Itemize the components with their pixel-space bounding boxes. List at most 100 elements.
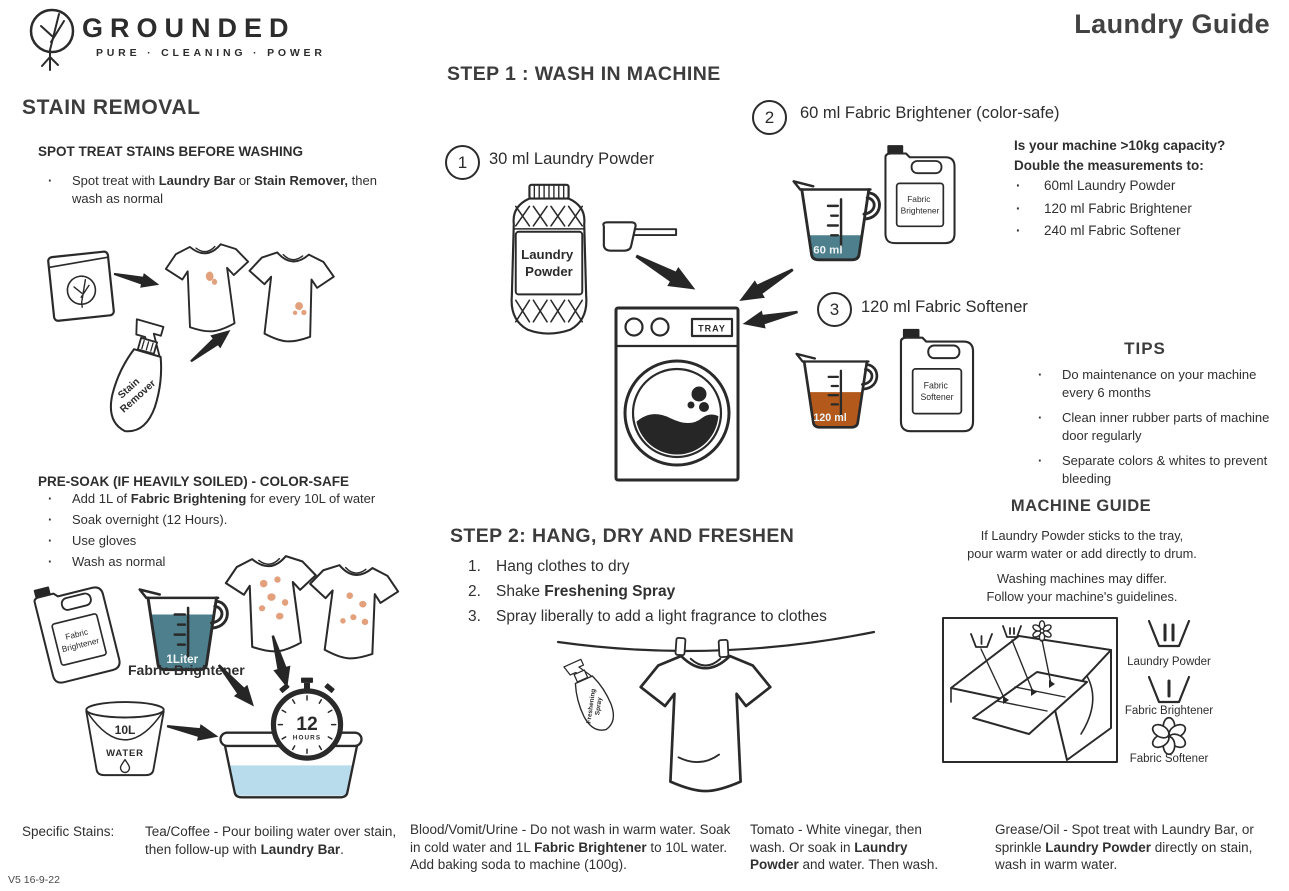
bullet-dot: · [1038, 452, 1043, 468]
svg-text:1Liter: 1Liter [166, 653, 198, 666]
list-item: · 240 ml Fabric Softener [1016, 222, 1276, 240]
brand-name: GROUNDED [82, 13, 296, 43]
stained-tshirt-illustration [164, 243, 250, 333]
arrow-icon [739, 268, 794, 301]
list-item: · Use gloves [48, 532, 408, 550]
brand-logo-icon [29, 8, 75, 71]
capacity-note: Is your machine >10kg capacity? Double t… [1014, 136, 1225, 175]
svg-text:120 ml: 120 ml [813, 412, 846, 424]
bullet-dot: · [1016, 200, 1021, 216]
bullet-dot: · [48, 532, 53, 548]
bullet-text: Wash as normal [72, 553, 166, 569]
bullet-dot: · [1016, 223, 1021, 239]
stain-removal-title: STAIN REMOVAL [22, 96, 201, 119]
onetwenty-ml-measuring-cup-illustration: 120 ml [795, 352, 879, 429]
svg-text:Freshening Spray: Freshening Spray [586, 687, 605, 726]
stained-tshirt-illustration [248, 251, 335, 343]
item-text: Spray liberally to add a light fragrance… [496, 608, 827, 625]
spot-treat-heading: SPOT TREAT STAINS BEFORE WASHING [38, 144, 304, 159]
arrow-icon [217, 664, 254, 707]
step1-item3-label: 120 ml Fabric Softener [861, 298, 1028, 316]
flower-icon [1151, 716, 1187, 756]
step1-heading: STEP 1 : WASH IN MACHINE [447, 63, 721, 85]
bullet-dot: · [1038, 409, 1043, 425]
bullet-text: 60ml Laundry Powder [1044, 178, 1176, 193]
item-number: 3. [468, 608, 481, 625]
laundry-powder-jar-illustration: Laundry Powder [510, 183, 588, 335]
list-item: · 60ml Laundry Powder [1016, 177, 1276, 195]
step2-list: 1. Hang clothes to dry 2. Shake Fresheni… [468, 558, 888, 626]
bullet-text: Add 1L of Fabric Brightening for every 1… [72, 491, 376, 506]
freshening-spray-illustration: Freshening Spray [563, 658, 615, 731]
item-number: 1. [468, 558, 481, 575]
bullet-text: 240 ml Fabric Softener [1044, 223, 1181, 239]
tips-bullets: · Do maintenance on your machine every 6… [1038, 366, 1278, 488]
washing-machine-illustration: TRAY [614, 306, 740, 482]
stained-tshirt-illustration [309, 564, 400, 660]
legend-label: Fabric Softener [1129, 753, 1209, 765]
text-line: Follow your machine's guidelines. [986, 588, 1178, 604]
brand-tagline: PURE · CLEANING · POWER [96, 47, 326, 59]
machine-guide-paragraph-1: If Laundry Powder sticks to the tray, po… [956, 527, 1208, 563]
fabric-brightener-jug-illustration: Fabric Brightener [884, 145, 956, 245]
bullet-dot: · [48, 511, 53, 527]
twelve-hour-timer-illustration: 12 HOURS [270, 677, 344, 761]
specific-stain-column: Tomato - White vinegar, then wash. Or so… [750, 822, 939, 873]
bullet-text: Do maintenance on your machine every 6 m… [1062, 367, 1257, 400]
arrow-icon [190, 329, 231, 363]
capacity-heading-line1: Is your machine >10kg capacity? [1014, 138, 1226, 153]
detergent-cup-one-bar-icon [1147, 675, 1191, 704]
powder-scoop-illustration [602, 221, 678, 252]
step1-item3-number: 3 [817, 292, 852, 327]
step1-item2-label: 60 ml Fabric Brightener (color-safe) [800, 104, 1060, 122]
arrow-icon [635, 254, 696, 290]
list-item: · Wash as normal [48, 553, 408, 571]
spot-treat-bullet: · Spot treat with Laundry Bar or Stain R… [48, 172, 378, 208]
bullet-text: Spot treat with Laundry Bar or Stain Rem… [72, 173, 377, 206]
flower-icon [1032, 620, 1052, 642]
list-item: · Separate colors & whites to prevent bl… [1038, 452, 1278, 488]
list-item: · 120 ml Fabric Brightener [1016, 200, 1276, 218]
version-stamp: V5 16-9-22 [8, 874, 60, 886]
text-line: pour warm water or add directly to drum. [967, 545, 1197, 561]
arrow-icon [113, 272, 160, 288]
bullet-dot: · [48, 173, 53, 188]
arrow-icon [166, 724, 219, 741]
svg-text:Fabric Brightener: Fabric Brightener [901, 194, 940, 215]
clothesline-shirt-illustration: Freshening Spray [556, 630, 876, 793]
text-line: Washing machines may differ. [997, 571, 1167, 586]
step1-item1-label: 30 ml Laundry Powder [489, 150, 655, 168]
sixty-ml-measuring-cup-illustration: 60 ml [792, 180, 881, 262]
specific-stains-label: Specific Stains: [22, 824, 115, 839]
svg-text:HOURS: HOURS [293, 735, 321, 742]
list-item: 1. Hang clothes to dry [468, 558, 888, 576]
stain-remover-spray-illustration: Stain Remover [109, 318, 165, 433]
item-text: Hang clothes to dry [496, 558, 630, 575]
bullet-text: 120 ml Fabric Brightener [1044, 200, 1192, 216]
detergent-cup-two-bars-icon [1147, 619, 1191, 648]
list-item: · Do maintenance on your machine every 6… [1038, 366, 1278, 402]
list-item: · Soak overnight (12 Hours). [48, 511, 408, 529]
cup-caption: Fabric Brightener [128, 662, 245, 678]
specific-stain-column: Tea/Coffee - Pour boiling water over sta… [145, 824, 397, 857]
page-title: Laundry Guide [1074, 9, 1270, 39]
bullet-dot: · [48, 553, 53, 569]
svg-text:60 ml: 60 ml [813, 244, 842, 256]
arrow-icon [271, 635, 291, 689]
presoak-bullets: · Add 1L of Fabric Brightening for every… [48, 490, 408, 571]
legend-label: Laundry Powder [1127, 656, 1211, 668]
capacity-heading-line2: Double the measurements to: [1014, 157, 1204, 173]
svg-text:Fabric Softener: Fabric Softener [920, 380, 953, 402]
arrow-icon [742, 310, 798, 329]
fabric-softener-jug-illustration: Fabric Softener [899, 328, 975, 433]
capacity-bullets: · 60ml Laundry Powder · 120 ml Fabric Br… [1016, 177, 1276, 240]
fabric-brightener-jug-illustration: Fabric Brightener [33, 586, 121, 684]
detergent-drawer-diagram [942, 617, 1118, 763]
bullet-text: Use gloves [72, 532, 137, 548]
bullet-dot: · [1016, 178, 1021, 193]
bullet-text: Soak overnight (12 Hours). [72, 511, 228, 527]
svg-text:WATER: WATER [106, 748, 144, 759]
bullet-text: Clean inner rubber parts of machine door… [1062, 409, 1270, 443]
machine-guide-heading: MACHINE GUIDE [1010, 497, 1152, 515]
